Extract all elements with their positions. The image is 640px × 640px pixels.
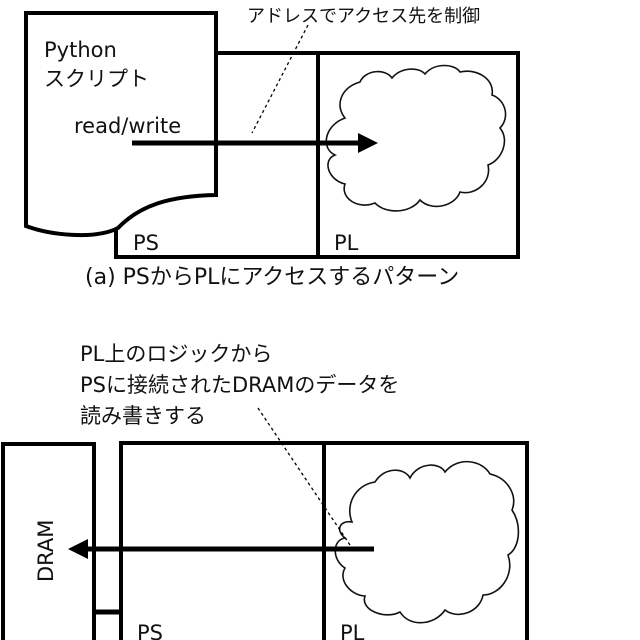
python-script-document	[24, 11, 218, 238]
caption-a: (a) PSからPLにアクセスするパターン	[85, 265, 459, 290]
annotation-b-line1: PL上のロジックから	[80, 342, 272, 366]
ps-label-b: PS	[137, 621, 163, 640]
pl-logic-cloud-b	[334, 460, 520, 624]
pl-label-b: PL	[340, 621, 365, 640]
dram-box	[1, 442, 96, 640]
read-write-label: read/write	[74, 114, 181, 138]
annotation-leader-a	[251, 24, 309, 134]
read-write-arrowhead	[358, 133, 378, 153]
pl-logic-cloud-a	[325, 64, 507, 212]
pl-label-a: PL	[334, 231, 359, 255]
annotation-b-line2: PSに接続されたDRAMのデータを	[80, 373, 399, 397]
script-label-script: スクリプト	[44, 67, 149, 91]
dram-label: DRAM	[34, 520, 58, 582]
annotation-leader-b	[257, 407, 351, 546]
annotation-b-line3: 読み書きする	[80, 404, 206, 428]
ps-label-a: PS	[133, 231, 159, 255]
script-label-python: Python	[44, 38, 117, 62]
dram-access-arrowhead	[68, 539, 88, 559]
annotation-a: アドレスでアクセス先を制御	[247, 6, 480, 27]
